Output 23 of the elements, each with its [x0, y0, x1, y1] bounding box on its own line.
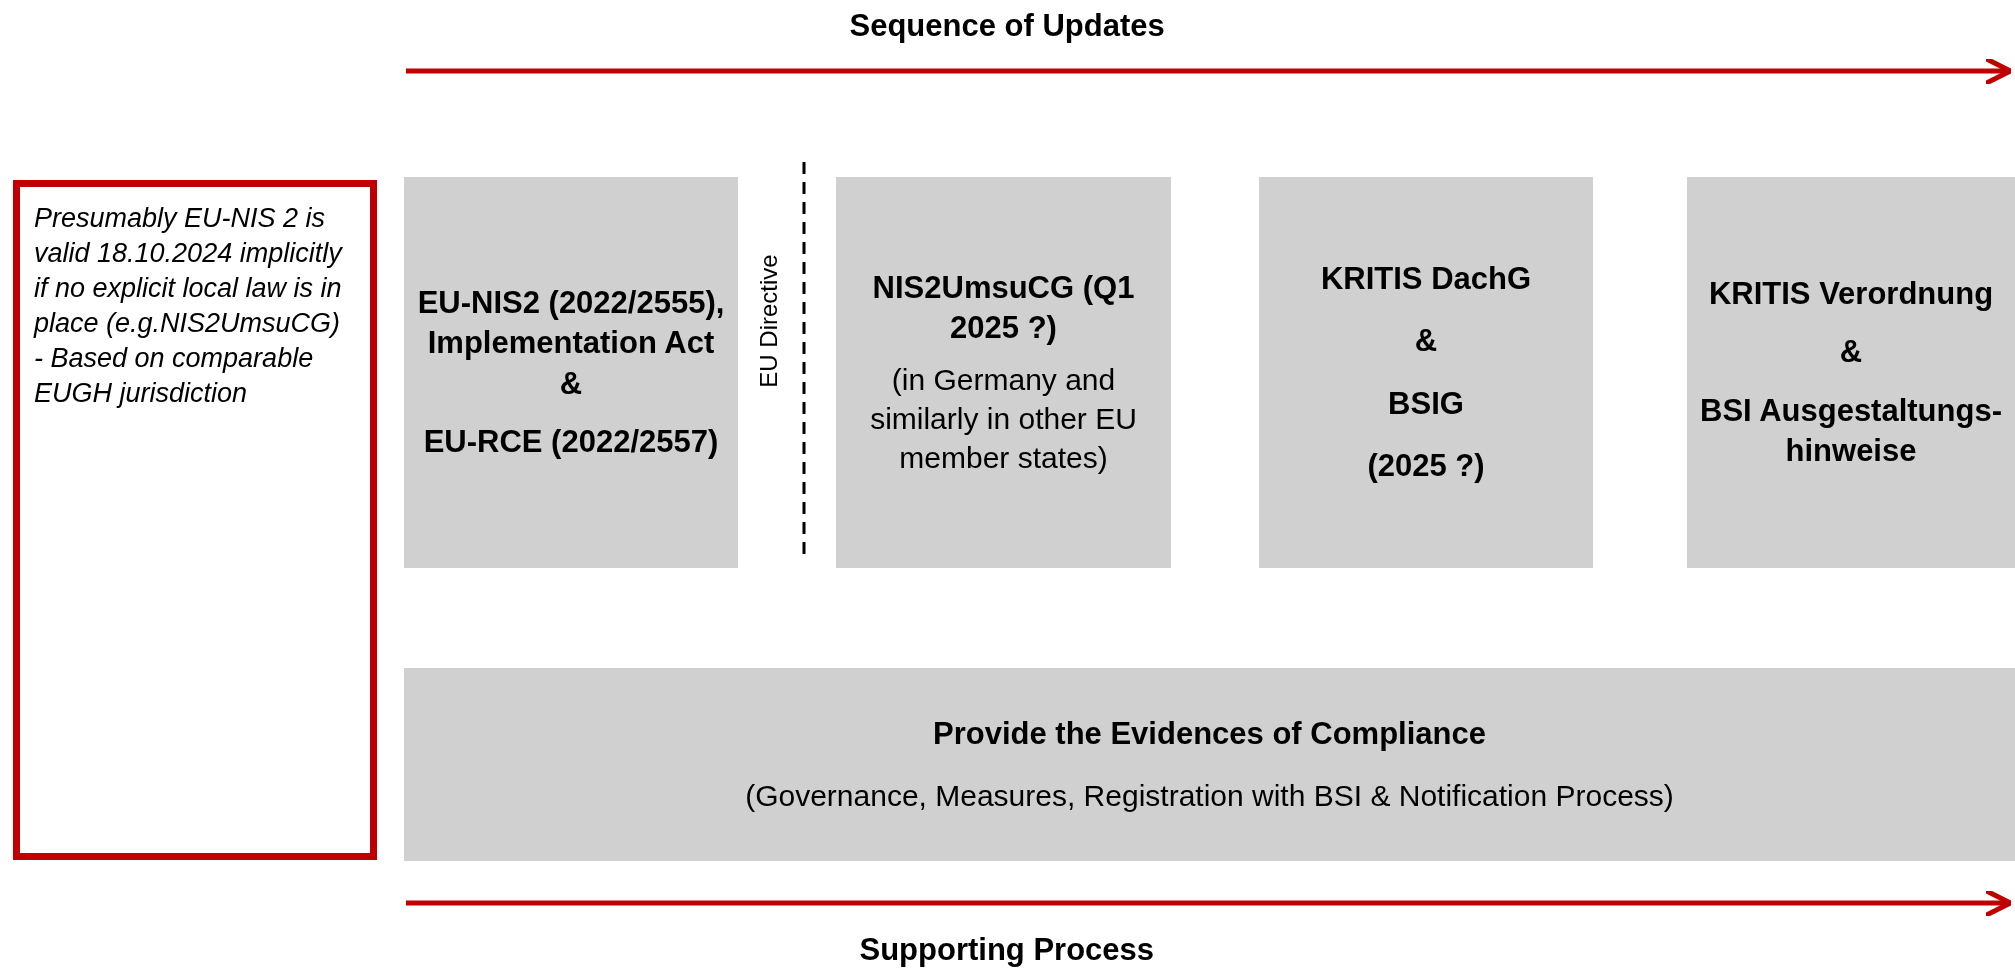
date-text: (2025 ?)	[1367, 446, 1485, 485]
law-title: KRITIS Verordnung	[1708, 274, 1994, 313]
law-title: BSI Ausgestaltungs- hinweise	[1699, 391, 2003, 470]
note-box	[13, 180, 377, 860]
axis-title: Supporting Process	[859, 932, 1155, 968]
axis-title: Sequence of Updates	[849, 8, 1165, 44]
process-title: Provide the Evidences of Compliance	[933, 714, 1486, 753]
law-box	[1259, 177, 1593, 568]
law-title: KRITIS DachG	[1320, 259, 1532, 298]
process-description: (Governance, Measures, Registration with BSI & Notification Process)	[745, 778, 1674, 815]
law-box	[404, 177, 738, 568]
law-title: EU-RCE (2022/2557)	[423, 422, 719, 461]
law-title: NIS2UmsuCG (Q1 2025 ?)	[871, 268, 1136, 347]
law-box	[836, 177, 1171, 568]
ampersand-text: &	[1414, 322, 1438, 361]
side-label: EU Directive	[754, 254, 783, 388]
law-description: (in Germany and similarly in other EU member states)	[869, 362, 1138, 477]
note-text: Presumably EU-NIS 2 is valid 18.10.2024 implicitly if no explicit local law is in place (e.g.NIS2UmsuCG) - Based on comparable EUGH jurisdiction	[34, 202, 344, 411]
process-box	[404, 668, 2015, 861]
law-box	[1687, 177, 2015, 568]
law-title: BSIG	[1388, 384, 1464, 423]
ampersand-text: &	[1839, 333, 1863, 372]
law-title: EU-NIS2 (2022/2555), Implementation Act &	[416, 283, 726, 403]
